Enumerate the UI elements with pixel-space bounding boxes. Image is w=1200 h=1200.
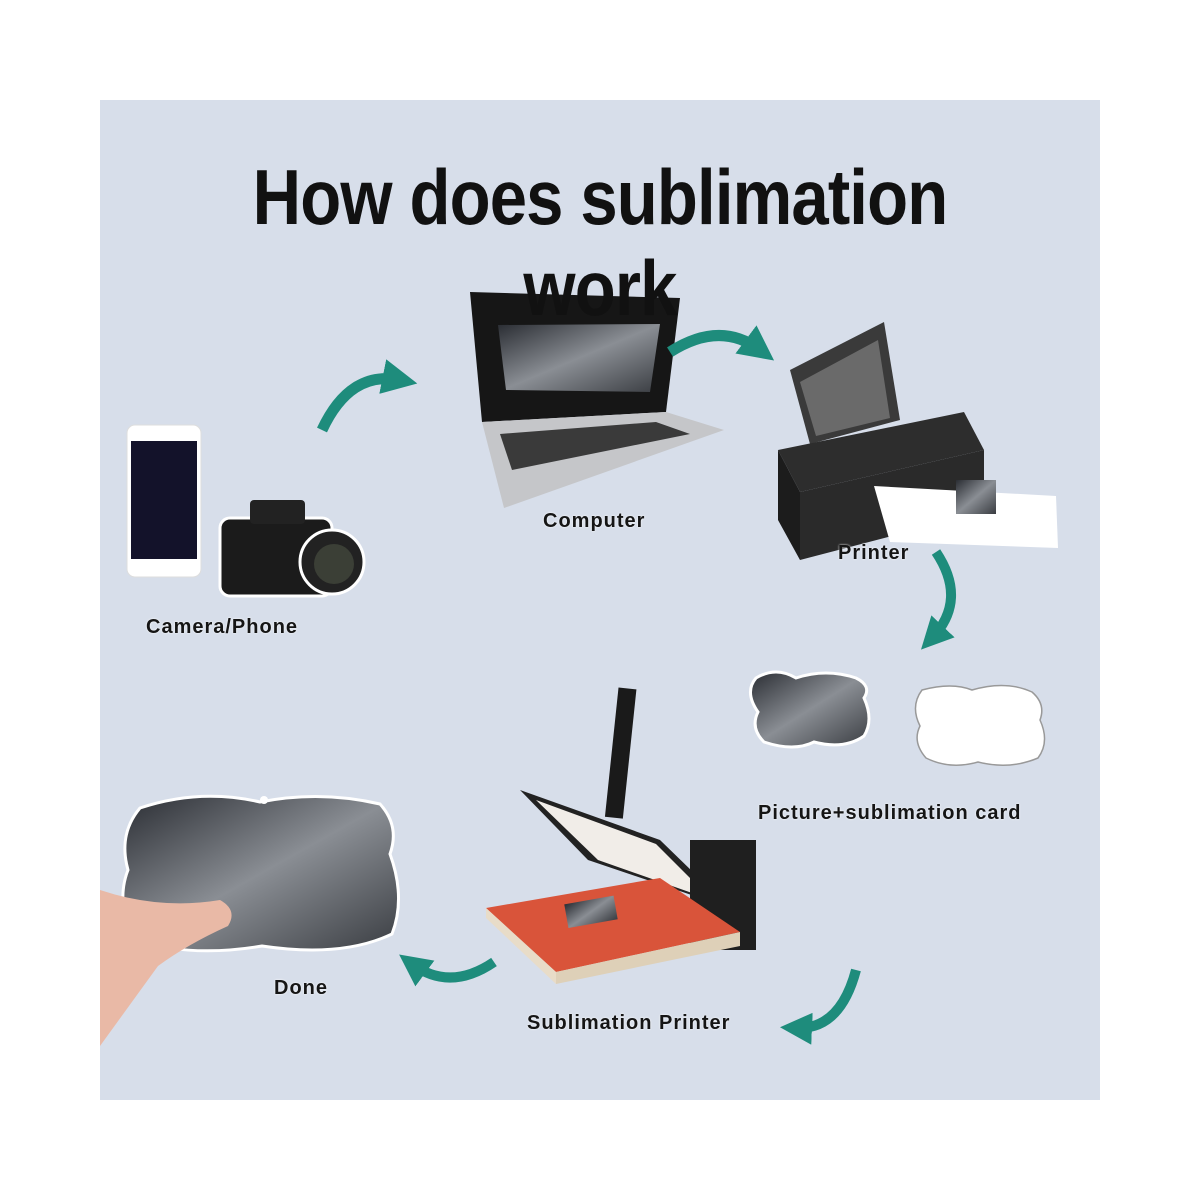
printer-icon [778,322,1058,560]
picture-card-icon [749,670,871,749]
laptop-icon [470,292,724,508]
phone-icon [126,424,202,578]
illustrations [100,292,1058,1046]
blank-card-icon [914,684,1046,766]
arrow-card-to-press [780,968,861,1045]
arrow-press-to-done [399,954,497,987]
step-label-computer: Computer [543,510,646,532]
page-title: How does sublimation work [252,153,949,332]
arrow-computer-to-printer [667,325,775,361]
arrow-printer-to-card [921,549,957,650]
step-label-sublimation-printer: Sublimation Printer [527,1012,731,1034]
diagram-panel: How does sublimation work Camera/Phone C… [100,100,1100,1100]
camera-icon [218,500,366,598]
step-label-camera-phone: Camera/Phone [146,616,299,638]
step-label-done: Done [274,977,328,999]
heat-press-icon [486,687,756,984]
finished-ornament-icon [100,794,400,1046]
step-label-printer: Printer [838,542,910,564]
step-label-picture-card: Picture+sublimation card [758,802,1022,824]
arrow-phone-to-computer [317,359,418,433]
